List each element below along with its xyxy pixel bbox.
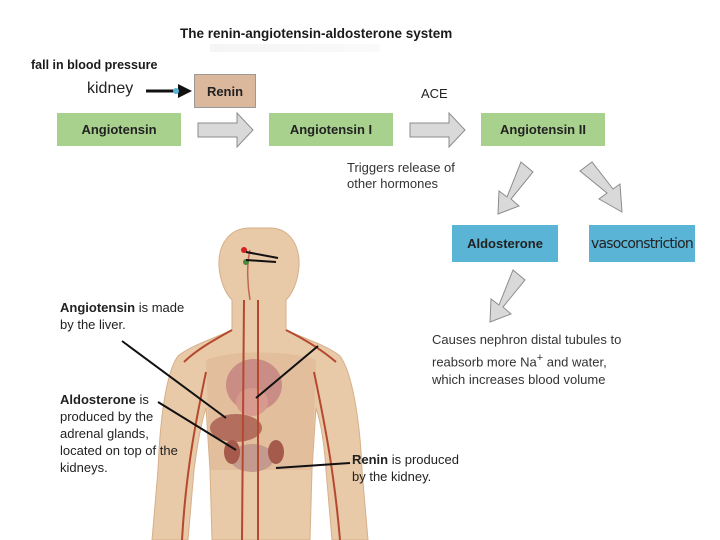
- renin-note: Renin is produced by the kidney.: [352, 451, 462, 485]
- aldosterone-box: Aldosterone: [452, 225, 558, 262]
- aldosterone-note-rest: is produced by the adrenal glands, locat…: [60, 392, 178, 475]
- aldosterone-note-bold2: osterone: [80, 392, 136, 407]
- faded-subtitle: [210, 44, 380, 52]
- flow-arrows: [197, 111, 623, 323]
- kidney-arrow: [146, 84, 192, 98]
- renin-note-rest: is produced by the kidney.: [352, 452, 459, 484]
- aldosterone-note: Aldosterone is produced by the adrenal g…: [60, 391, 180, 476]
- causes-text-part1: Causes nephron distal tubules to reabsor…: [432, 332, 622, 370]
- aldosterone-note-bold: Ald: [60, 392, 81, 407]
- angiotensin-note-rest: is made by the liver.: [60, 300, 185, 332]
- causes-text-sup: +: [536, 352, 544, 364]
- arrow-to-aldosterone: [497, 161, 534, 215]
- angiotensin-box: Angiotensin: [57, 113, 181, 146]
- diagram-title: The renin-angiotensin-aldosterone system: [180, 26, 453, 41]
- ace-label: ACE: [421, 86, 448, 101]
- angiotensin-1-box: Angiotensin I: [269, 113, 393, 146]
- triggers-text: Triggers release of other hormones: [347, 160, 455, 191]
- arrow-ang-to-ang1: [197, 111, 254, 149]
- causes-text: Causes nephron distal tubules to reabsor…: [432, 331, 632, 389]
- angiotensin-note: Angiotensin is made by the liver.: [60, 299, 190, 333]
- human-body-illustration: [151, 227, 369, 540]
- renin-box: Renin: [194, 74, 256, 108]
- arrow-ang1-to-ang2: [409, 111, 466, 149]
- causes-text-part2: and water, which increases blood volume: [432, 354, 607, 388]
- trigger-label: fall in blood pressure: [31, 58, 158, 72]
- kidney-label: kidney: [87, 80, 134, 97]
- arrow-to-causes: [489, 269, 526, 323]
- vasoconstriction-box: vasoconstriction: [589, 225, 695, 262]
- angiotensin-2-box: Angiotensin II: [481, 113, 605, 146]
- pointer-lines: [121, 251, 351, 469]
- renin-note-bold: Renin: [352, 452, 389, 467]
- arrow-to-vasoconstriction: [579, 161, 623, 213]
- angiotensin-note-bold: Angiotensin: [60, 300, 136, 315]
